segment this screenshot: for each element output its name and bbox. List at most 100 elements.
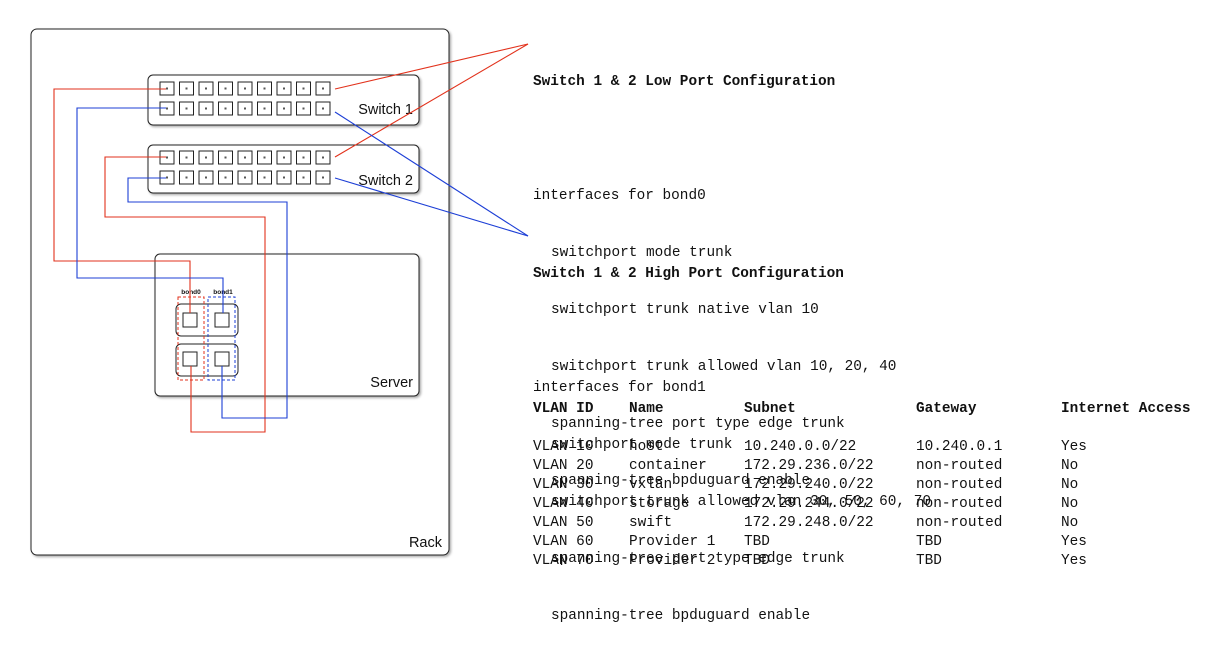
col-header-name: Name <box>629 401 664 417</box>
cell-subnet: TBD <box>744 534 770 550</box>
cell-name: host <box>629 439 664 455</box>
high-config-interface: interfaces for bond1 <box>533 380 706 396</box>
switch-2-label: Switch 2 <box>358 173 413 189</box>
switch-1-port-led <box>244 107 246 110</box>
switch-1-port-led <box>166 87 168 90</box>
high-config-line: switchport mode trunk <box>551 437 733 453</box>
switch-2-port-led <box>166 176 168 179</box>
cell-gateway: 10.240.0.1 <box>916 439 1003 455</box>
cell-gateway: non-routed <box>916 496 1003 512</box>
switch-2-ports <box>159 150 331 185</box>
switch-2-port-led <box>205 176 207 179</box>
cell-vlan-id: VLAN 20 <box>533 458 594 474</box>
server-label: Server <box>370 375 413 391</box>
cell-internet-access: No <box>1061 496 1079 512</box>
cell-vlan-id: VLAN 10 <box>533 439 594 455</box>
switch-1-port-led <box>185 87 188 90</box>
table-row: VLAN 40 storage 172.29.244.0/22 non-rout… <box>533 495 1211 514</box>
bond0-label: bond0 <box>181 289 201 296</box>
cell-subnet: 10.240.0.0/22 <box>744 439 857 455</box>
high-config-line: switchport trunk allowed vlan 30, 50, 60… <box>551 494 931 510</box>
high-config-title: Switch 1 & 2 High Port Configuration <box>533 266 844 282</box>
cell-name: container <box>629 458 707 474</box>
table-row: VLAN 10 host 10.240.0.0/22 10.240.0.1 Ye… <box>533 438 1211 457</box>
cell-vlan-id: VLAN 60 <box>533 534 594 550</box>
cell-gateway: non-routed <box>916 515 1003 531</box>
cell-name: Provider 2 <box>629 553 716 569</box>
cell-subnet: 172.29.244.0/22 <box>744 496 874 512</box>
cell-vlan-id: VLAN 40 <box>533 496 594 512</box>
cell-internet-access: Yes <box>1061 553 1087 569</box>
switch-2-port-led <box>302 176 305 179</box>
cell-gateway: non-routed <box>916 477 1003 493</box>
switch-1-port-led <box>263 107 266 110</box>
high-config-line: spanning-tree port type edge trunk <box>551 551 845 567</box>
switch-2-port-led <box>263 156 266 159</box>
cell-internet-access: No <box>1061 515 1079 531</box>
switch-2-port-led <box>224 156 227 159</box>
cell-gateway: non-routed <box>916 458 1003 474</box>
cell-name: vxlan <box>629 477 673 493</box>
low-config-line: switchport trunk allowed vlan 10, 20, 40 <box>551 359 897 375</box>
cell-internet-access: Yes <box>1061 534 1087 550</box>
switch-2 <box>147 144 420 194</box>
switch-2-port-led <box>224 176 227 179</box>
switch-1-port-led <box>224 107 227 110</box>
switch-2-port-led <box>283 156 285 159</box>
cable-sw2-high-to-bond1 <box>127 177 288 419</box>
cable-sw2-low-to-bond0 <box>104 156 266 433</box>
cell-subnet: 172.29.248.0/22 <box>744 515 874 531</box>
switch-2-port-led <box>166 156 168 159</box>
table-row: VLAN 20 container 172.29.236.0/22 non-ro… <box>533 457 1211 476</box>
network-diagram: Rack Switch 1 Switch 2 Server bond0 bond… <box>30 28 529 556</box>
switch-1-port-led <box>302 107 305 110</box>
switch-1 <box>147 74 420 126</box>
cell-name: swift <box>629 515 673 531</box>
table-row: VLAN 60 Provider 1 TBD TBD Yes <box>533 533 1211 552</box>
col-header-internet-access: Internet Access <box>1061 401 1191 417</box>
switch-2-port-led <box>302 156 305 159</box>
low-config-interface: interfaces for bond0 <box>533 188 706 204</box>
switch-1-port-led <box>263 87 266 90</box>
low-config-line: switchport mode trunk <box>551 245 733 261</box>
low-port-config: Switch 1 & 2 Low Port Configuration inte… <box>533 35 896 510</box>
switch-2-port-led <box>322 156 324 159</box>
table-row: VLAN 50 swift 172.29.248.0/22 non-routed… <box>533 514 1211 533</box>
switch-1-port-led <box>244 87 246 90</box>
cell-name: Provider 1 <box>629 534 716 550</box>
cell-name: storage <box>629 496 690 512</box>
nic-port-2a <box>182 351 198 367</box>
switch-2-port-led <box>263 176 266 179</box>
cell-gateway: TBD <box>916 534 942 550</box>
nic-port-1b <box>214 312 230 328</box>
switch-2-port-led <box>322 176 324 179</box>
cell-subnet: 172.29.240.0/22 <box>744 477 874 493</box>
switch-1-port-led <box>205 87 207 90</box>
nic-port-2b <box>214 351 230 367</box>
switch-1-port-led <box>302 87 305 90</box>
low-config-line: switchport trunk native vlan 10 <box>551 302 819 318</box>
switch-1-label: Switch 1 <box>358 102 413 118</box>
callout-sw2-high <box>334 177 529 237</box>
cell-vlan-id: VLAN 30 <box>533 477 594 493</box>
col-header-subnet: Subnet <box>744 401 796 417</box>
cell-internet-access: No <box>1061 458 1079 474</box>
cell-subnet: TBD <box>744 553 770 569</box>
cable-sw1-high-to-bond1 <box>76 107 224 313</box>
callout-sw1-high <box>334 111 529 237</box>
cell-internet-access: Yes <box>1061 439 1087 455</box>
cell-vlan-id: VLAN 50 <box>533 515 594 531</box>
switch-1-port-led <box>224 87 227 90</box>
col-header-gateway: Gateway <box>916 401 977 417</box>
vlan-table: VLAN ID Name Subnet Gateway Internet Acc… <box>533 400 1211 571</box>
callout-sw2-low <box>334 43 529 158</box>
switch-1-port-led <box>283 87 285 90</box>
cell-gateway: TBD <box>916 553 942 569</box>
switch-1-port-led <box>185 107 188 110</box>
cell-internet-access: No <box>1061 477 1079 493</box>
switch-2-port-led <box>185 156 188 159</box>
col-header-vlan-id: VLAN ID <box>533 401 594 417</box>
switch-1-port-led <box>166 107 168 110</box>
cell-subnet: 172.29.236.0/22 <box>744 458 874 474</box>
low-config-line: spanning-tree bpduguard enable <box>551 473 811 489</box>
